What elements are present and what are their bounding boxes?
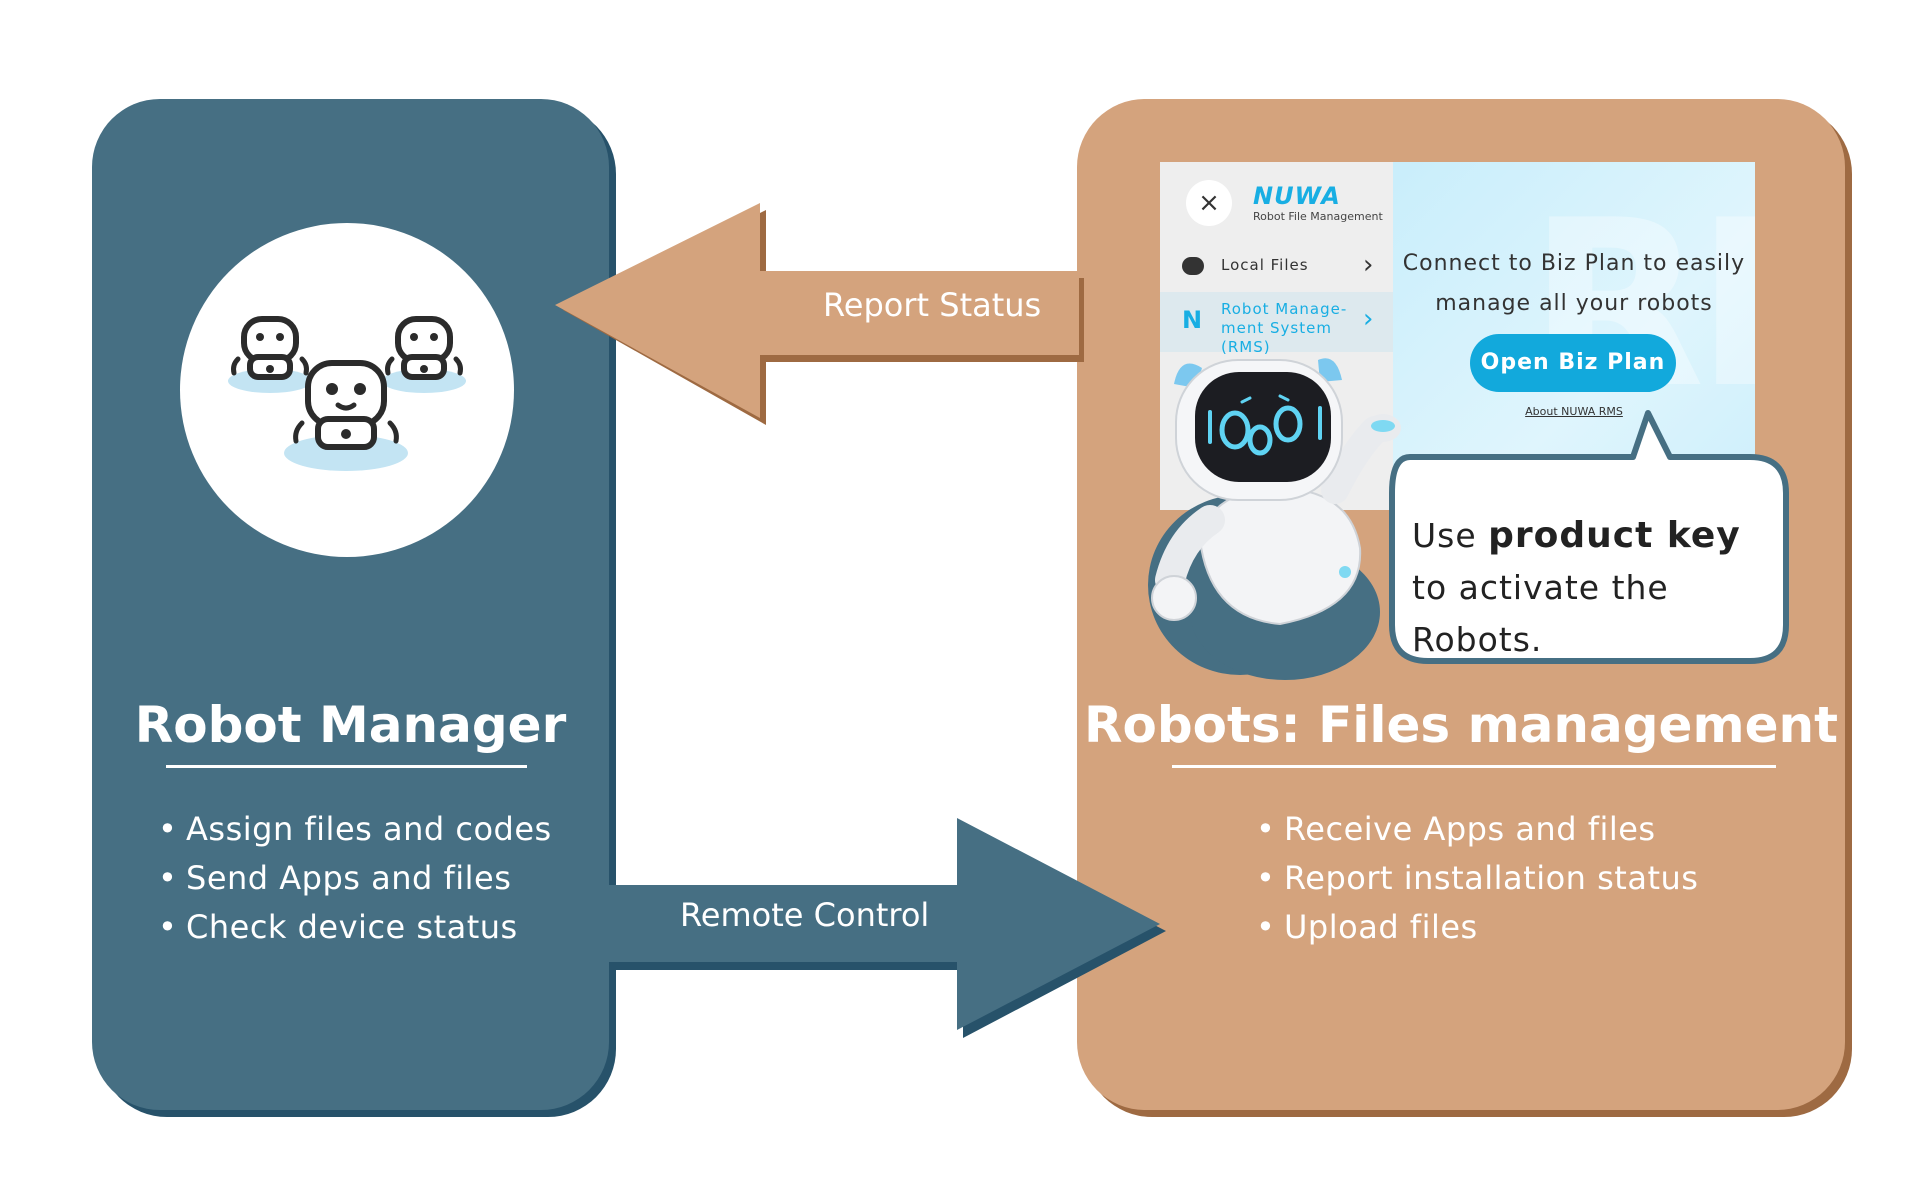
- robot-face-icon: [1182, 257, 1204, 275]
- nuwa-n-icon: N: [1182, 306, 1203, 334]
- robot-mascot-icon: [1148, 358, 1401, 680]
- report-status-arrow: [555, 203, 1079, 418]
- chevron-right-icon: ›: [1363, 250, 1374, 280]
- nuwa-logo: NUWA: [1253, 182, 1341, 210]
- list-item: Send Apps and files: [158, 854, 552, 903]
- list-item: Receive Apps and files: [1256, 805, 1698, 854]
- menu-item-rms[interactable]: N Robot Manage- ment System (RMS) ›: [1160, 292, 1393, 356]
- robot-group-icon: [228, 316, 466, 471]
- list-item: Assign files and codes: [158, 805, 552, 854]
- bubble-prefix: Use: [1412, 516, 1489, 555]
- menu-item-local-files[interactable]: Local Files ›: [1160, 244, 1393, 290]
- robot-manager-features: Assign files and codes Send Apps and fil…: [158, 805, 552, 952]
- robot-group-icon-circle: [180, 223, 514, 557]
- list-item: Report installation status: [1256, 854, 1698, 903]
- remote-control-arrow: [607, 818, 1160, 1030]
- logo-subtitle: Robot File Management: [1253, 210, 1383, 223]
- close-icon[interactable]: ×: [1186, 180, 1232, 226]
- list-item: Upload files: [1256, 903, 1698, 952]
- robots-files-features: Receive Apps and files Report installati…: [1256, 805, 1698, 952]
- product-key-message: Use product key to activate the Robots.: [1412, 510, 1792, 666]
- robots-files-title: Robots: Files management: [1084, 696, 1838, 754]
- chevron-right-icon: ›: [1363, 304, 1374, 334]
- right-title-underline: [1172, 765, 1776, 768]
- speech-bubble: [1389, 410, 1789, 664]
- rms-watermark-icon: RMS: [1528, 172, 1755, 439]
- about-rms-link[interactable]: About NUWA RMS: [1525, 405, 1623, 418]
- menu-item-label: Local Files: [1221, 256, 1309, 274]
- biz-plan-banner: RMS Connect to Biz Plan to easily manage…: [1393, 162, 1755, 510]
- menu-item-label: Robot Manage- ment System (RMS): [1221, 300, 1348, 356]
- banner-message: Connect to Biz Plan to easily manage all…: [1402, 251, 1746, 316]
- bubble-bold: product key: [1488, 515, 1741, 556]
- report-status-label: Report Status: [823, 286, 1042, 324]
- open-biz-plan-button[interactable]: Open Biz Plan: [1470, 334, 1676, 392]
- list-item: Check device status: [158, 903, 552, 952]
- bubble-suffix: to activate the Robots.: [1412, 568, 1669, 659]
- left-title-underline: [166, 765, 527, 768]
- remote-control-label: Remote Control: [680, 896, 930, 934]
- robot-manager-title: Robot Manager: [134, 696, 567, 754]
